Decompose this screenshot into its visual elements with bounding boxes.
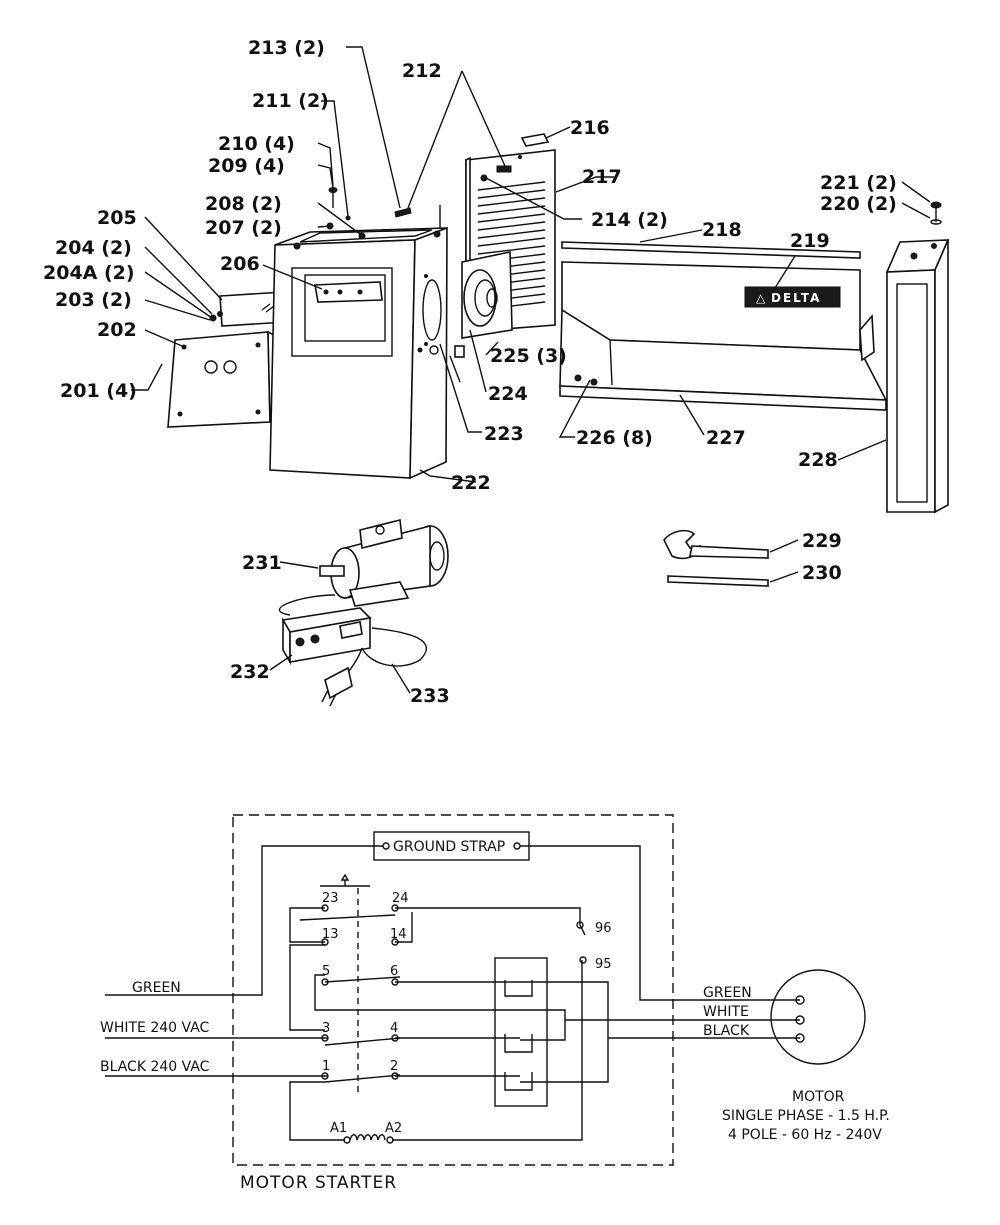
starter-coil xyxy=(343,1134,394,1144)
label-229: 229 xyxy=(802,530,842,552)
label-208: 208 (2) xyxy=(205,193,282,215)
terminal-5: 5 xyxy=(322,964,330,979)
terminal-3: 3 xyxy=(322,1021,330,1036)
label-228: 228 xyxy=(798,449,838,471)
label-227: 227 xyxy=(706,427,746,449)
overload-relay xyxy=(494,957,548,1107)
label-204a: 204A (2) xyxy=(43,262,135,284)
terminal-points xyxy=(321,904,587,1080)
motor-title: MOTOR xyxy=(792,1089,845,1105)
terminal-a2: A2 xyxy=(385,1121,402,1136)
leader-lines xyxy=(131,46,931,694)
part-209-210-screws xyxy=(326,187,412,240)
terminal-96: 96 xyxy=(595,921,612,936)
part-218-rod xyxy=(561,241,861,259)
terminal-1: 1 xyxy=(322,1059,330,1074)
part-228-end-panel xyxy=(885,239,950,514)
label-203: 203 (2) xyxy=(55,289,132,311)
line-black-label: BLACK 240 VAC xyxy=(100,1059,210,1075)
label-212: 212 xyxy=(402,60,442,82)
part-231-motor xyxy=(319,519,449,607)
starter-enclosure xyxy=(232,814,674,1166)
delta-logo-mark: △ xyxy=(756,291,767,305)
exploded-view: △ DELTA xyxy=(43,37,950,707)
label-202: 202 xyxy=(97,319,137,341)
motor-spec-1: SINGLE PHASE - 1.5 H.P. xyxy=(722,1108,890,1124)
wires xyxy=(105,845,800,1141)
label-224: 224 xyxy=(488,383,528,405)
label-222: 222 xyxy=(451,472,491,494)
label-214: 214 (2) xyxy=(591,209,668,231)
wiring-diagram: GROUND STRAP xyxy=(100,814,890,1193)
label-220: 220 (2) xyxy=(820,193,897,215)
line-white-label: WHITE 240 VAC xyxy=(100,1020,210,1036)
label-204: 204 (2) xyxy=(55,237,132,259)
label-210: 210 (4) xyxy=(218,133,295,155)
part-233-cord xyxy=(278,594,428,707)
label-221: 221 (2) xyxy=(820,172,897,194)
terminal-a1: A1 xyxy=(330,1121,347,1136)
label-219: 219 xyxy=(790,230,830,252)
part-222-cabinet xyxy=(269,205,448,480)
motor-starter-label: MOTOR STARTER xyxy=(240,1173,397,1193)
motor-spec-2: 4 POLE - 60 Hz - 240V xyxy=(728,1127,882,1143)
label-211: 211 (2) xyxy=(252,90,329,112)
label-223: 223 xyxy=(484,423,524,445)
label-233: 233 xyxy=(410,685,450,707)
terminal-24: 24 xyxy=(392,891,409,906)
label-225: 225 (3) xyxy=(490,345,567,367)
label-226: 226 (8) xyxy=(576,427,653,449)
label-213: 213 (2) xyxy=(248,37,325,59)
ground-strap-label: GROUND STRAP xyxy=(393,839,505,855)
part-230-rod xyxy=(667,575,769,587)
label-206: 206 xyxy=(220,253,260,275)
motor-white-label: WHITE xyxy=(703,1004,749,1020)
label-230: 230 xyxy=(802,562,842,584)
terminal-95: 95 xyxy=(595,957,612,972)
part-227-trough: △ DELTA xyxy=(559,261,888,411)
delta-logo: DELTA xyxy=(771,291,821,305)
terminal-6: 6 xyxy=(390,964,398,979)
terminal-14: 14 xyxy=(390,927,407,942)
part-224-blower-hood xyxy=(429,251,513,358)
label-216: 216 xyxy=(570,117,610,139)
part-202-cover-plate xyxy=(167,330,279,428)
part-220-221-screw xyxy=(930,201,942,225)
terminal-13: 13 xyxy=(322,927,339,942)
part-229-wrench xyxy=(663,529,769,560)
label-232: 232 xyxy=(230,661,270,683)
motor-symbol xyxy=(770,969,866,1065)
terminal-4: 4 xyxy=(390,1021,398,1036)
label-217: 217 xyxy=(582,166,622,188)
label-218: 218 xyxy=(702,219,742,241)
terminal-23: 23 xyxy=(322,891,339,906)
motor-green-label: GREEN xyxy=(703,985,752,1001)
label-207: 207 (2) xyxy=(205,217,282,239)
part-216-clip xyxy=(520,133,550,147)
label-231: 231 xyxy=(242,552,282,574)
label-209: 209 (4) xyxy=(208,155,285,177)
motor-black-label: BLACK xyxy=(703,1023,750,1039)
label-205: 205 xyxy=(97,207,137,229)
terminal-2: 2 xyxy=(390,1059,398,1074)
part-232-switch-box xyxy=(281,607,372,665)
line-green-label: GREEN xyxy=(132,980,181,996)
label-201: 201 (4) xyxy=(60,380,137,402)
